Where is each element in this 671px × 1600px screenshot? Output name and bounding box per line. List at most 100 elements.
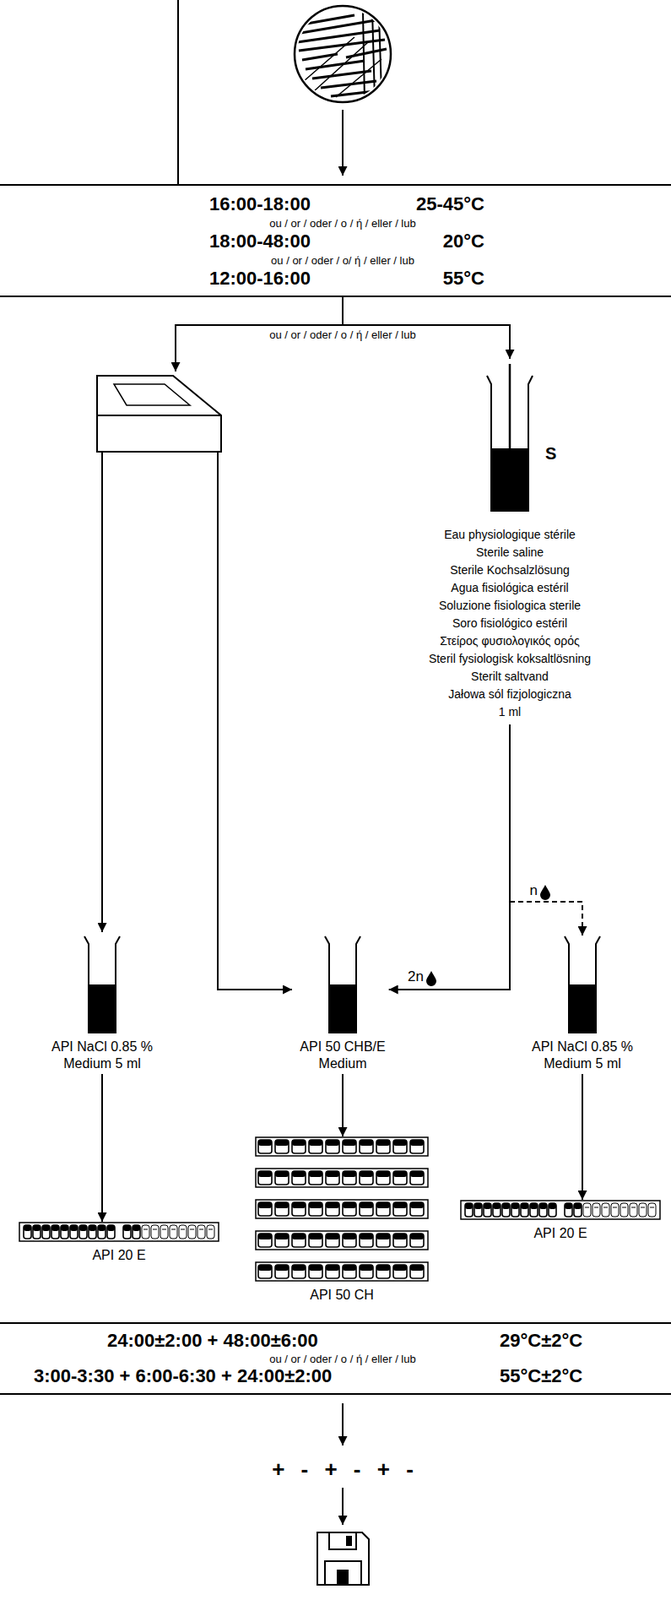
drop-count: 2n — [406, 968, 425, 985]
cupule-mark — [584, 1206, 590, 1208]
reagent-line: Soluzione fisiologica sterile — [408, 596, 612, 615]
cupule-fill — [573, 1202, 582, 1209]
cupule — [292, 1233, 306, 1247]
medium-tube: API NaCl 0.85 %Medium 5 ml — [528, 935, 637, 1074]
incubation-band: 16:00-18:0025-45°Cou / or / oder / o / ή… — [0, 183, 671, 298]
cupule-fill — [359, 1264, 374, 1271]
drop-symbol — [426, 970, 437, 986]
cupule — [308, 1264, 323, 1278]
cupule-fill — [342, 1170, 357, 1177]
cupule-fill — [530, 1202, 538, 1209]
cupule-mark — [162, 1228, 167, 1230]
flow-arrow — [341, 1402, 344, 1445]
cupule-fill — [342, 1264, 357, 1271]
reagent-line: Sterilt saltvand — [408, 667, 612, 686]
cupule — [51, 1224, 60, 1239]
dish-growth — [295, 10, 387, 102]
strip-frame — [255, 1136, 428, 1156]
cupule-fill — [275, 1201, 289, 1208]
tube-letter: S — [545, 443, 557, 464]
cupule-fill — [465, 1202, 473, 1209]
cupule — [492, 1202, 501, 1217]
cupule — [359, 1201, 374, 1216]
transfer-line — [217, 451, 293, 990]
cupule — [359, 1170, 374, 1185]
band-text: 55°C±2°C — [499, 1364, 583, 1387]
cupule-fill — [123, 1224, 131, 1231]
tube-outline — [83, 935, 121, 1034]
cupule — [342, 1170, 357, 1185]
cupule-fill — [308, 1139, 323, 1146]
strip-row — [255, 1168, 428, 1187]
strip-row — [255, 1199, 428, 1218]
cupule — [23, 1224, 32, 1239]
strip-label: API 50 CH — [254, 1286, 429, 1304]
drop-symbol — [540, 884, 551, 900]
cupule-fill — [132, 1224, 141, 1231]
test-strip: API 20 E — [459, 1199, 661, 1244]
incubation-band: 24:00±2:00 + 48:00±6:0029°C±2°Cou / or /… — [0, 1321, 671, 1395]
reagent-line: Sterile Kochsalzlösung — [408, 561, 612, 580]
cupule-mark — [612, 1206, 617, 1208]
frame-line — [177, 0, 179, 184]
cupule — [197, 1224, 206, 1239]
cupule-fill — [342, 1139, 357, 1146]
cupule — [70, 1224, 78, 1239]
cupule — [325, 1233, 340, 1247]
tube-label: Medium 5 ml — [531, 1055, 634, 1072]
tube-liquid — [329, 984, 357, 1033]
cupule — [648, 1202, 656, 1217]
cupule-fill — [275, 1139, 289, 1146]
cupule — [410, 1264, 424, 1278]
cupule — [97, 1224, 106, 1239]
strip-frame — [255, 1230, 428, 1250]
cupule — [511, 1202, 520, 1217]
cupule-fill — [548, 1202, 557, 1209]
cupule-fill — [258, 1264, 272, 1271]
tube-label: Medium — [299, 1055, 385, 1072]
cupule — [123, 1224, 131, 1239]
cupule-fill — [410, 1139, 424, 1146]
cupule-fill — [292, 1264, 306, 1271]
test-strip: API 50 CH — [254, 1136, 429, 1305]
cupule — [178, 1224, 187, 1239]
cupule — [325, 1264, 340, 1278]
tube-liquid — [88, 984, 116, 1033]
cupule — [275, 1170, 289, 1185]
floppy-disk — [317, 1531, 369, 1585]
cupule — [132, 1224, 141, 1239]
cupule-fill — [51, 1224, 60, 1231]
tube-liquid — [491, 448, 529, 511]
strip-row — [255, 1230, 428, 1250]
cupule — [342, 1233, 357, 1247]
cupule — [292, 1264, 306, 1278]
cupule — [620, 1202, 628, 1217]
cupule — [107, 1224, 115, 1239]
cupule — [530, 1202, 538, 1217]
cupule-fill — [88, 1224, 97, 1231]
strip-outline — [18, 1221, 220, 1242]
cupule-fill — [359, 1170, 374, 1177]
cupule-mark — [622, 1206, 627, 1208]
band-text: ou / or / oder / o/ ή / eller / lub — [270, 254, 415, 267]
connector — [581, 1073, 584, 1200]
cupule — [376, 1170, 390, 1185]
cupule — [258, 1233, 272, 1247]
cupule — [160, 1224, 168, 1239]
saline-tube: SEau physiologique stérileSterile saline… — [408, 358, 612, 725]
cupule-fill — [97, 1224, 106, 1231]
cupule-fill — [23, 1224, 32, 1231]
cupule-mark — [649, 1206, 655, 1208]
cupule — [308, 1201, 323, 1216]
cupule-fill — [325, 1264, 340, 1271]
cupule-fill — [483, 1202, 492, 1209]
cupule — [292, 1201, 306, 1216]
cupule-fill — [308, 1201, 323, 1208]
cupule-fill — [564, 1202, 573, 1209]
cupule — [410, 1201, 424, 1216]
connector — [389, 724, 510, 990]
strip-frame — [255, 1168, 428, 1187]
tube-wall — [487, 375, 533, 511]
cupule-fill — [325, 1170, 340, 1177]
cupule-fill — [325, 1139, 340, 1146]
